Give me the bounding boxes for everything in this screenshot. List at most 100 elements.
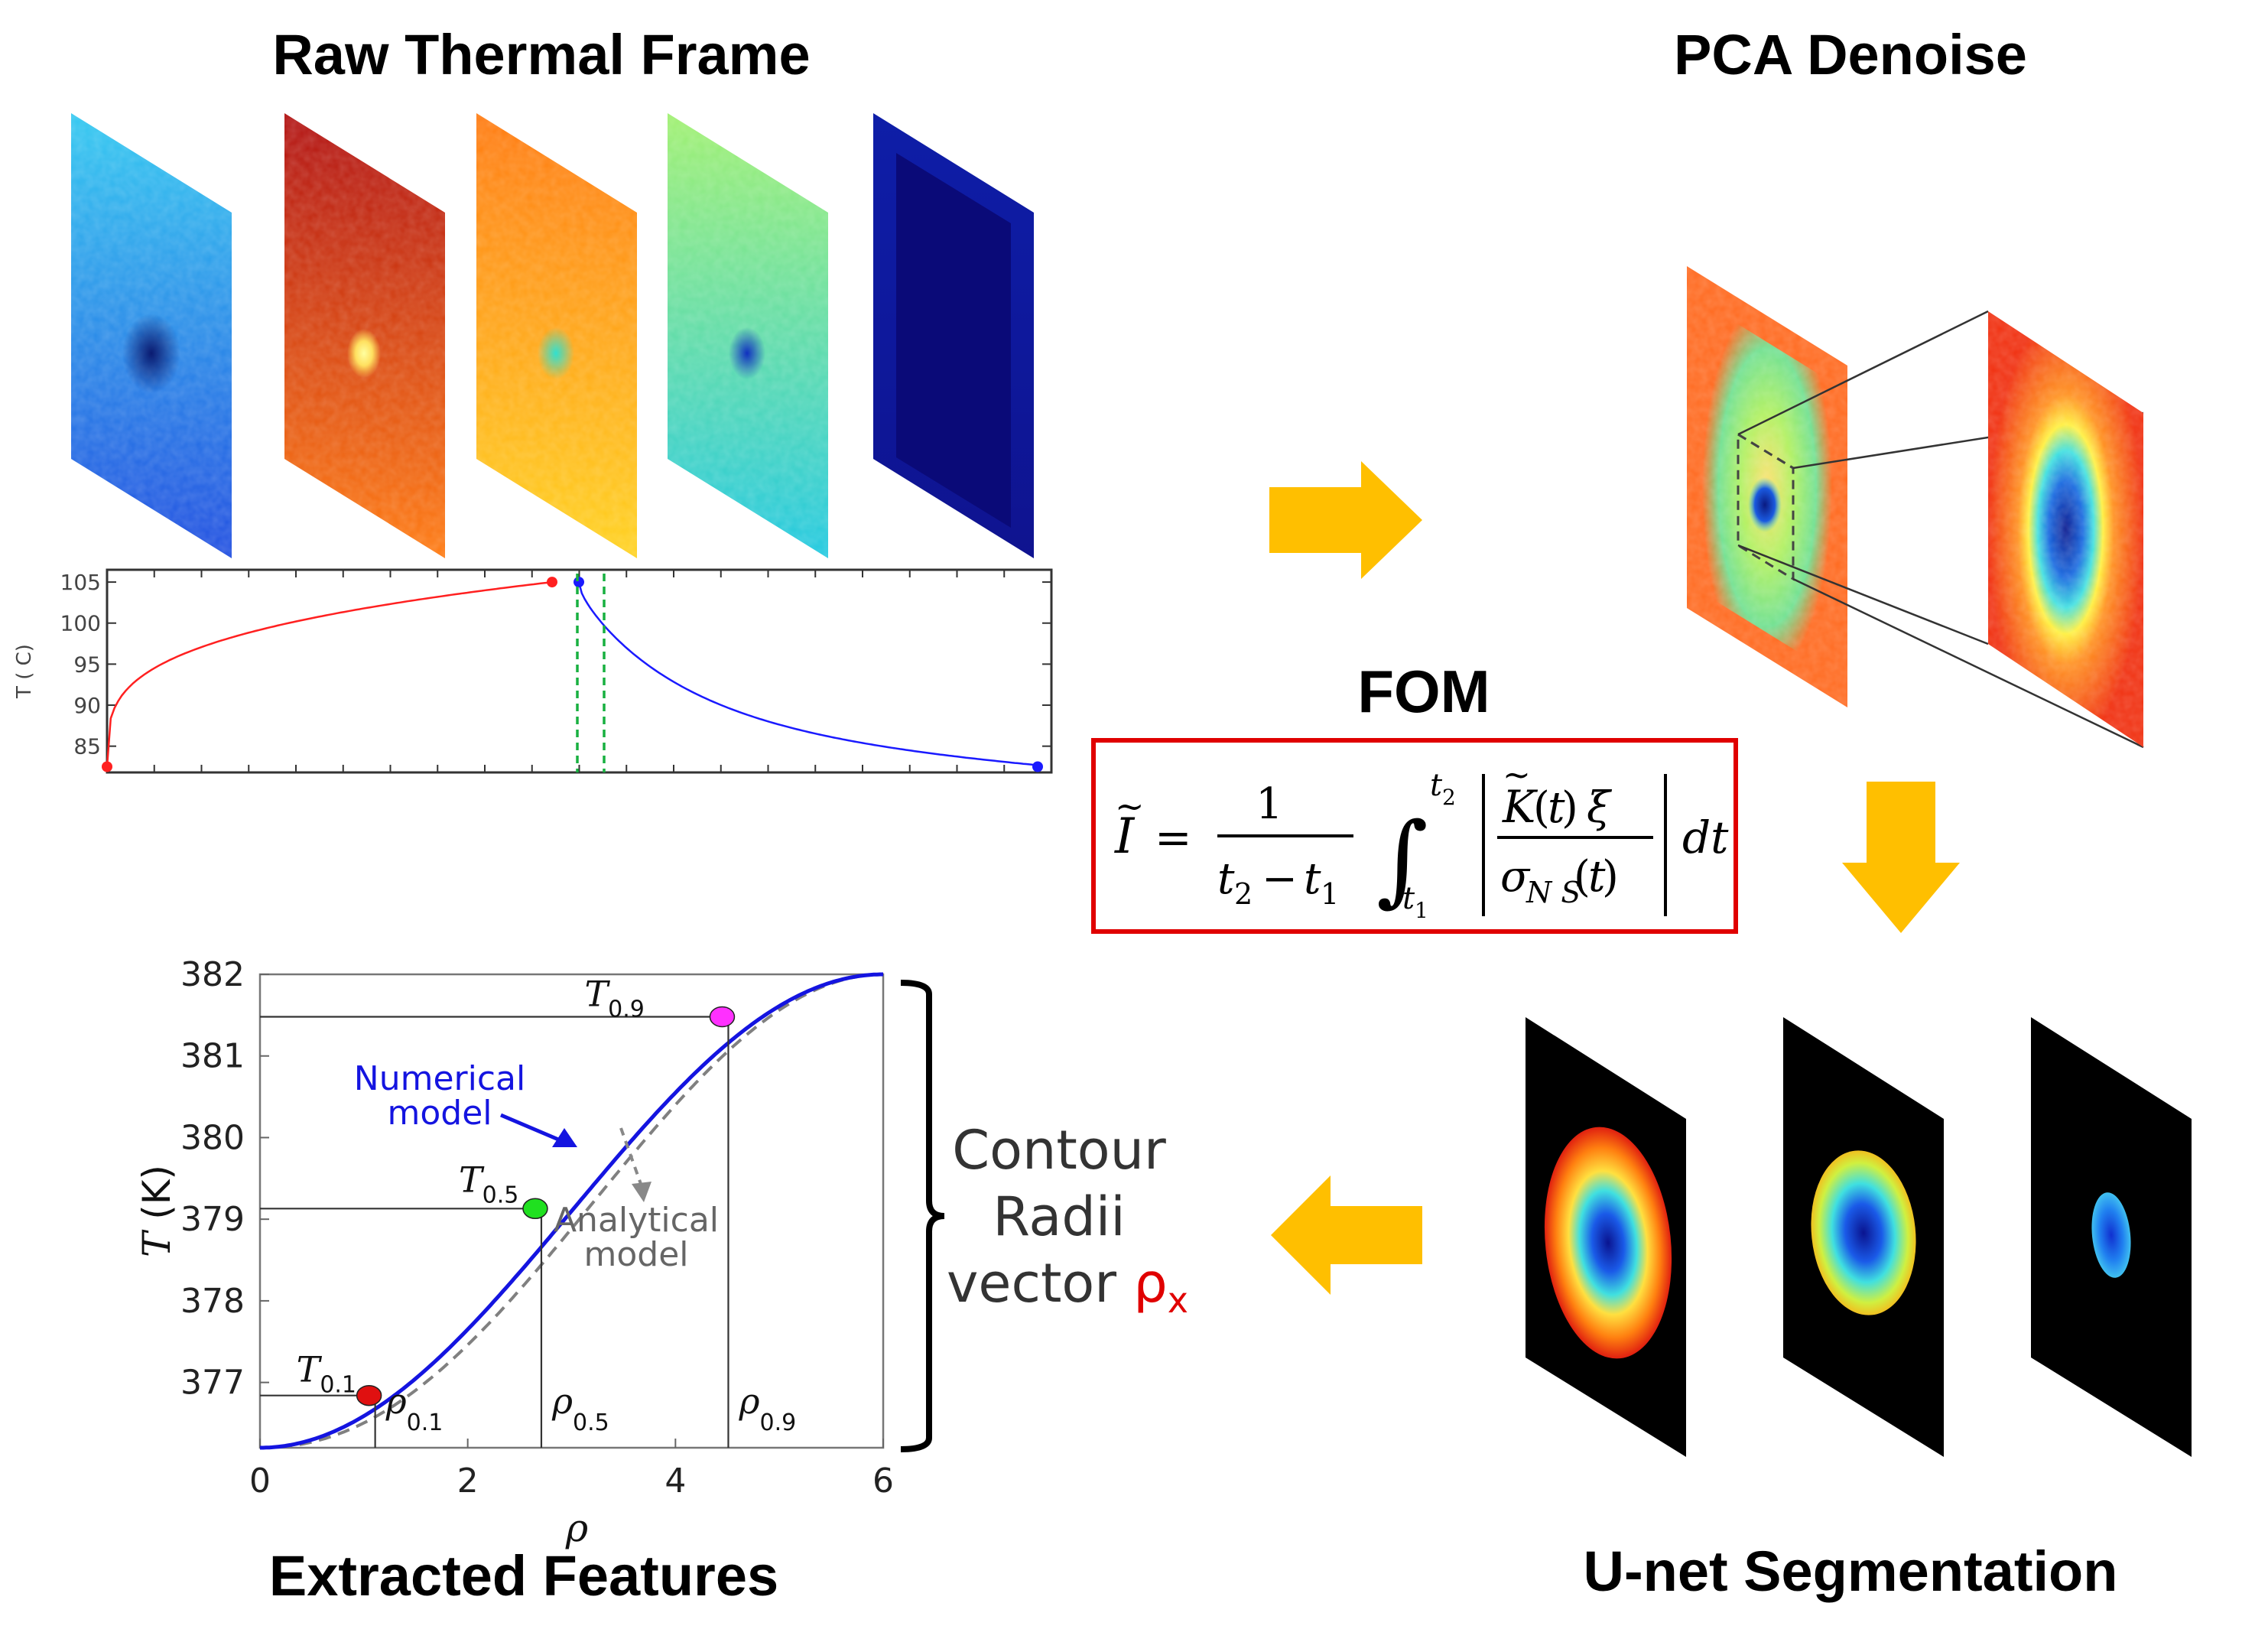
thermal-frame-3 [476, 113, 637, 558]
thermal-frame-2 [284, 113, 445, 558]
rho-label-0.5: ρ0.5 [551, 1380, 609, 1436]
rho-x-subscript: x [1168, 1279, 1188, 1321]
temp-y-tick: 90 [73, 693, 101, 718]
contour-line-1: Contour [952, 1119, 1166, 1182]
svg-text:(: ( [1533, 783, 1550, 833]
svg-text:t: t [1402, 881, 1415, 916]
x-tick-label: 4 [664, 1462, 686, 1501]
svg-text:1: 1 [1415, 898, 1428, 923]
pca-frame-zoomed [1988, 311, 2143, 747]
analytical-pointer-arrow [619, 1127, 642, 1185]
cooling-curve [577, 581, 1038, 766]
svg-text:): ) [1602, 852, 1619, 902]
contour-line-3: vector ρx [947, 1252, 1188, 1321]
numerical-model-curve [260, 972, 883, 1450]
svg-text:I: I [1114, 808, 1136, 865]
y-tick-label: 377 [180, 1364, 245, 1403]
down-arrow [1842, 782, 1960, 933]
y-tick-label: 382 [180, 955, 245, 994]
svg-text:t: t [1548, 783, 1565, 833]
svg-text:K: K [1502, 781, 1539, 833]
svg-text:~: ~ [1503, 756, 1531, 795]
thermal-frame-5 [873, 113, 1034, 558]
temp-y-tick: 85 [73, 734, 101, 759]
cooling-end-point [1032, 761, 1043, 772]
temp-y-tick: 100 [60, 611, 101, 636]
svg-text:−: − [1262, 854, 1298, 904]
temp-y-tick: 105 [60, 570, 101, 595]
svg-text:t: t [1588, 852, 1606, 902]
svg-text:2: 2 [1442, 785, 1456, 810]
numerical-model-label-1: Numerical [354, 1059, 525, 1098]
rho-x-symbol: ρ [1133, 1252, 1167, 1315]
t-label-0.1: T0.1 [297, 1349, 356, 1399]
y-tick-label: 381 [180, 1037, 245, 1076]
temp-y-tick: 95 [73, 652, 101, 677]
t-label-0.5: T0.5 [459, 1159, 518, 1208]
x-axis-label: ρ [565, 1506, 589, 1550]
extracted-features-chart: 0 2 4 6 382 381 380 379 378 377 ρ T (K) T0.1 ρ0.1 T0.5… [135, 955, 894, 1550]
temp-y-label: T ( C) [13, 644, 36, 699]
thermal-frame-1 [71, 113, 232, 558]
y-tick-label: 378 [180, 1282, 245, 1321]
svg-text:ξ: ξ [1587, 783, 1613, 833]
x-tick-label: 6 [872, 1462, 894, 1501]
rho-label-0.9: ρ0.9 [738, 1380, 796, 1436]
pca-denoise-title: PCA Denoise [1674, 23, 2027, 86]
extracted-features-title: Extracted Features [269, 1544, 778, 1608]
left-arrow [1271, 1175, 1422, 1295]
pca-denoise-panel [1687, 266, 2144, 749]
right-brace [900, 980, 945, 1452]
feature-point-0.1 [356, 1384, 382, 1406]
fom-label: FOM [1357, 658, 1490, 725]
temperature-time-plot: 105 100 95 90 85 T ( C) [13, 568, 1053, 774]
right-arrow [1269, 461, 1422, 579]
analytical-model-curve [260, 973, 883, 1449]
svg-text:=: = [1155, 811, 1192, 863]
y-tick-label: 380 [180, 1118, 245, 1157]
t-label-0.9: T0.9 [584, 973, 644, 1023]
svg-text:t: t [1304, 854, 1321, 904]
pca-frame-small [1687, 266, 1847, 707]
thermal-frame-4 [668, 113, 828, 558]
unet-frames [1526, 1017, 2192, 1457]
feature-point-0.5 [522, 1198, 548, 1220]
raw-frames [71, 113, 1034, 558]
analytical-model-label-1: Analytical [554, 1201, 719, 1240]
svg-text:N S: N S [1526, 876, 1581, 909]
svg-text:t: t [1217, 854, 1235, 904]
fom-panel: FOM I ~ = 1 t 2 − t 1 ∫ t 2 t 1 K ~ ( t … [1091, 658, 1738, 934]
contour-radii-label: Contour Radii vector ρx [900, 980, 1188, 1452]
arrows [1269, 461, 1960, 1295]
heating-start-point [102, 761, 112, 772]
svg-text:σ: σ [1500, 852, 1531, 902]
x-tick-label: 0 [249, 1462, 271, 1501]
segmentation-mask-1 [1526, 1017, 1686, 1457]
svg-text:dt: dt [1682, 811, 1729, 863]
x-tick-label: 2 [457, 1462, 479, 1501]
contour-line-2: Radii [993, 1185, 1125, 1248]
fom-formula: I ~ = 1 t 2 − t 1 ∫ t 2 t 1 K ~ ( t ) ξ … [1114, 756, 1729, 923]
heating-curve [106, 580, 553, 767]
svg-text:1: 1 [1321, 877, 1339, 911]
numerical-model-label-2: model [387, 1094, 492, 1133]
svg-text:): ) [1561, 783, 1578, 833]
svg-text:(: ( [1574, 852, 1591, 902]
svg-text:∫: ∫ [1376, 801, 1428, 917]
y-axis-label: T (K) [135, 1165, 179, 1257]
analytical-model-label-2: model [583, 1235, 688, 1274]
svg-text:2: 2 [1234, 877, 1253, 911]
feature-point-0.9 [709, 1006, 736, 1028]
segmentation-mask-3 [2031, 1017, 2192, 1457]
svg-text:t: t [1430, 768, 1443, 803]
svg-text:1: 1 [1256, 779, 1283, 829]
rho-label-0.1: ρ0.1 [385, 1380, 444, 1436]
y-tick-label: 379 [180, 1200, 245, 1239]
cooling-start-point [573, 577, 584, 588]
segmentation-mask-2 [1783, 1017, 1944, 1457]
numerical-pointer-arrow [500, 1113, 563, 1143]
zoom-lines [1737, 310, 2144, 749]
unet-segmentation-title: U-net Segmentation [1584, 1540, 2118, 1603]
raw-thermal-frame-title: Raw Thermal Frame [272, 23, 810, 86]
